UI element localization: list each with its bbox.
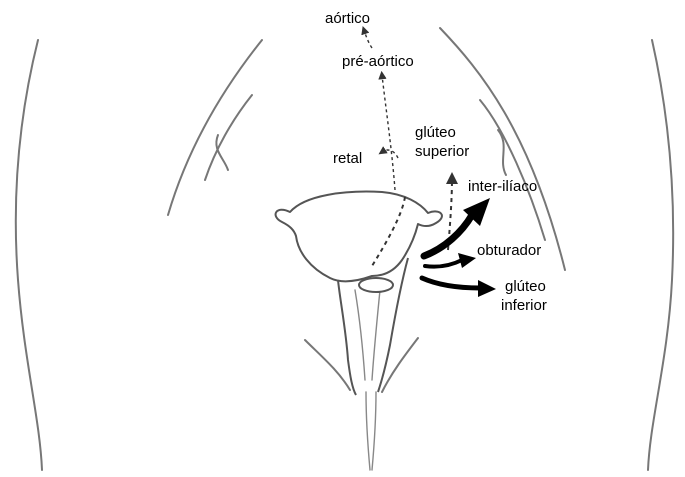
obturator-drainage-arrow [425, 260, 462, 267]
rectal-drainage-arrow [382, 150, 398, 158]
inferior-gluteal-arrowhead [478, 280, 496, 297]
body-outline-right [648, 40, 673, 470]
right-iliac-line-inner [480, 100, 545, 240]
left-iliac-line-outer [168, 40, 262, 215]
label-pre-aortico: pré-aórtico [342, 53, 414, 71]
label-gluteo-inferior-line1: glúteo [505, 278, 546, 296]
label-gluteo-superior-line1: glúteo [415, 124, 456, 142]
label-obturador: obturador [477, 242, 541, 260]
perineum-right-line [382, 338, 418, 392]
uterus-body [276, 192, 442, 282]
cervix-opening [359, 278, 393, 292]
inferior-gluteal-drainage-arrow [422, 278, 480, 288]
vaginal-inner-tube-left [355, 290, 365, 380]
left-iliac-line-inner [205, 95, 252, 180]
aortic-chain-line [382, 75, 395, 190]
label-aortico: aórtico [325, 10, 370, 28]
label-inter-iliaco: inter-ilíaco [468, 178, 537, 196]
label-gluteo-inferior-line2: inferior [501, 297, 547, 315]
perineum-center-right [372, 392, 376, 470]
obturator-arrowhead [458, 253, 476, 268]
label-gluteo-superior-line2: superior [415, 143, 469, 161]
body-outline-left [16, 40, 42, 470]
vaginal-inner-tube-right [372, 290, 380, 380]
perineum-left-line [305, 340, 350, 390]
pre-aortic-to-aortic-line [364, 30, 372, 48]
label-retal: retal [333, 150, 362, 168]
perineum-center-left [366, 392, 370, 470]
